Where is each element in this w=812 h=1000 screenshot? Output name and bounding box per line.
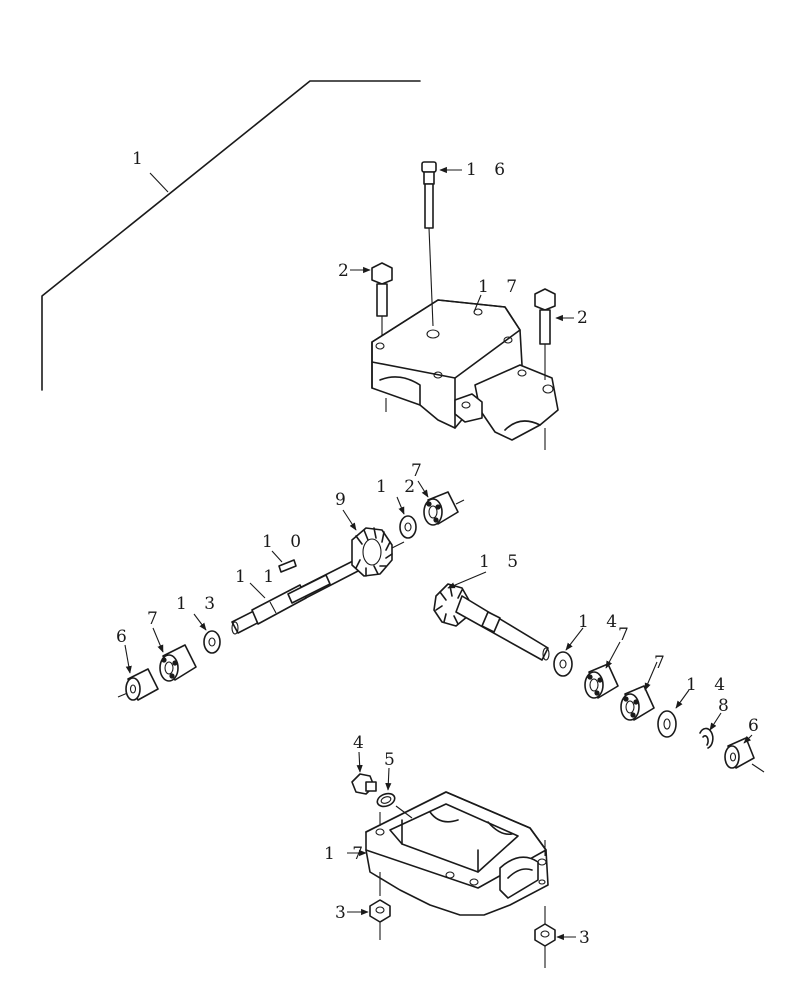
callout-6-right: 6 — [748, 716, 765, 736]
assembly-bracket — [41, 80, 421, 391]
callout-2-left: 2 — [338, 261, 355, 281]
drain-plug-4 — [351, 773, 377, 795]
nut-left — [369, 899, 391, 940]
callout-9: 9 — [335, 490, 352, 510]
callout-2-right: 2 — [577, 308, 594, 328]
snap-ring-8 — [699, 727, 714, 749]
o-ring-5 — [376, 792, 413, 819]
bearing-mid — [584, 663, 619, 699]
callout-12: 1 2 — [376, 477, 421, 497]
callout-3-left: 3 — [335, 903, 352, 923]
washer-14a — [553, 651, 573, 677]
callout-7-right: 7 — [654, 653, 671, 673]
callout-16: 1 6 — [466, 160, 511, 180]
callout-17-bottom: 1 7 — [324, 844, 369, 864]
bolt-left — [371, 262, 393, 336]
bevel-gear-9 — [351, 527, 405, 577]
callout-1: 1 — [132, 149, 149, 169]
nut-right — [534, 923, 556, 968]
input-shaft-assembly — [117, 491, 465, 701]
callout-7-mid: 7 — [618, 625, 635, 645]
callout-14-a: 1 4 — [578, 612, 623, 632]
bushing-right — [724, 737, 765, 773]
bearing-left — [159, 644, 197, 682]
callout-labels: 1 1 6 2 1 7 2 7 9 1 2 1 0 1 1 1 3 7 6 1 … — [116, 149, 765, 948]
callout-11: 1 1 — [235, 567, 280, 587]
washer-12 — [399, 515, 417, 539]
callout-15: 1 5 — [479, 552, 524, 572]
callout-17-top: 1 7 — [478, 277, 523, 297]
bushing-left — [125, 668, 159, 701]
pinion-15 — [433, 583, 550, 661]
callout-7-top: 7 — [411, 461, 428, 481]
washer-13 — [203, 630, 221, 654]
bearing-top — [423, 491, 465, 526]
callout-6-left: 6 — [116, 627, 133, 647]
leader-lines — [124, 166, 753, 941]
key-10 — [278, 559, 297, 573]
pinion-shaft-assembly — [433, 583, 765, 773]
callout-4: 4 — [353, 733, 370, 753]
callout-7-left: 7 — [147, 609, 164, 629]
callout-8: 8 — [718, 696, 735, 716]
callout-3-right: 3 — [579, 928, 596, 948]
upper-housing-cover — [371, 299, 559, 450]
callout-14-b: 1 4 — [686, 675, 731, 695]
breather-stud — [421, 161, 437, 327]
callout-5: 5 — [384, 750, 401, 770]
bearing-right — [620, 685, 655, 721]
lower-housing — [365, 791, 549, 926]
shaft-11 — [231, 559, 361, 635]
washer-14b — [657, 710, 677, 738]
bolt-right — [534, 288, 556, 380]
callout-10: 1 0 — [262, 532, 307, 552]
callout-13: 1 3 — [176, 594, 221, 614]
